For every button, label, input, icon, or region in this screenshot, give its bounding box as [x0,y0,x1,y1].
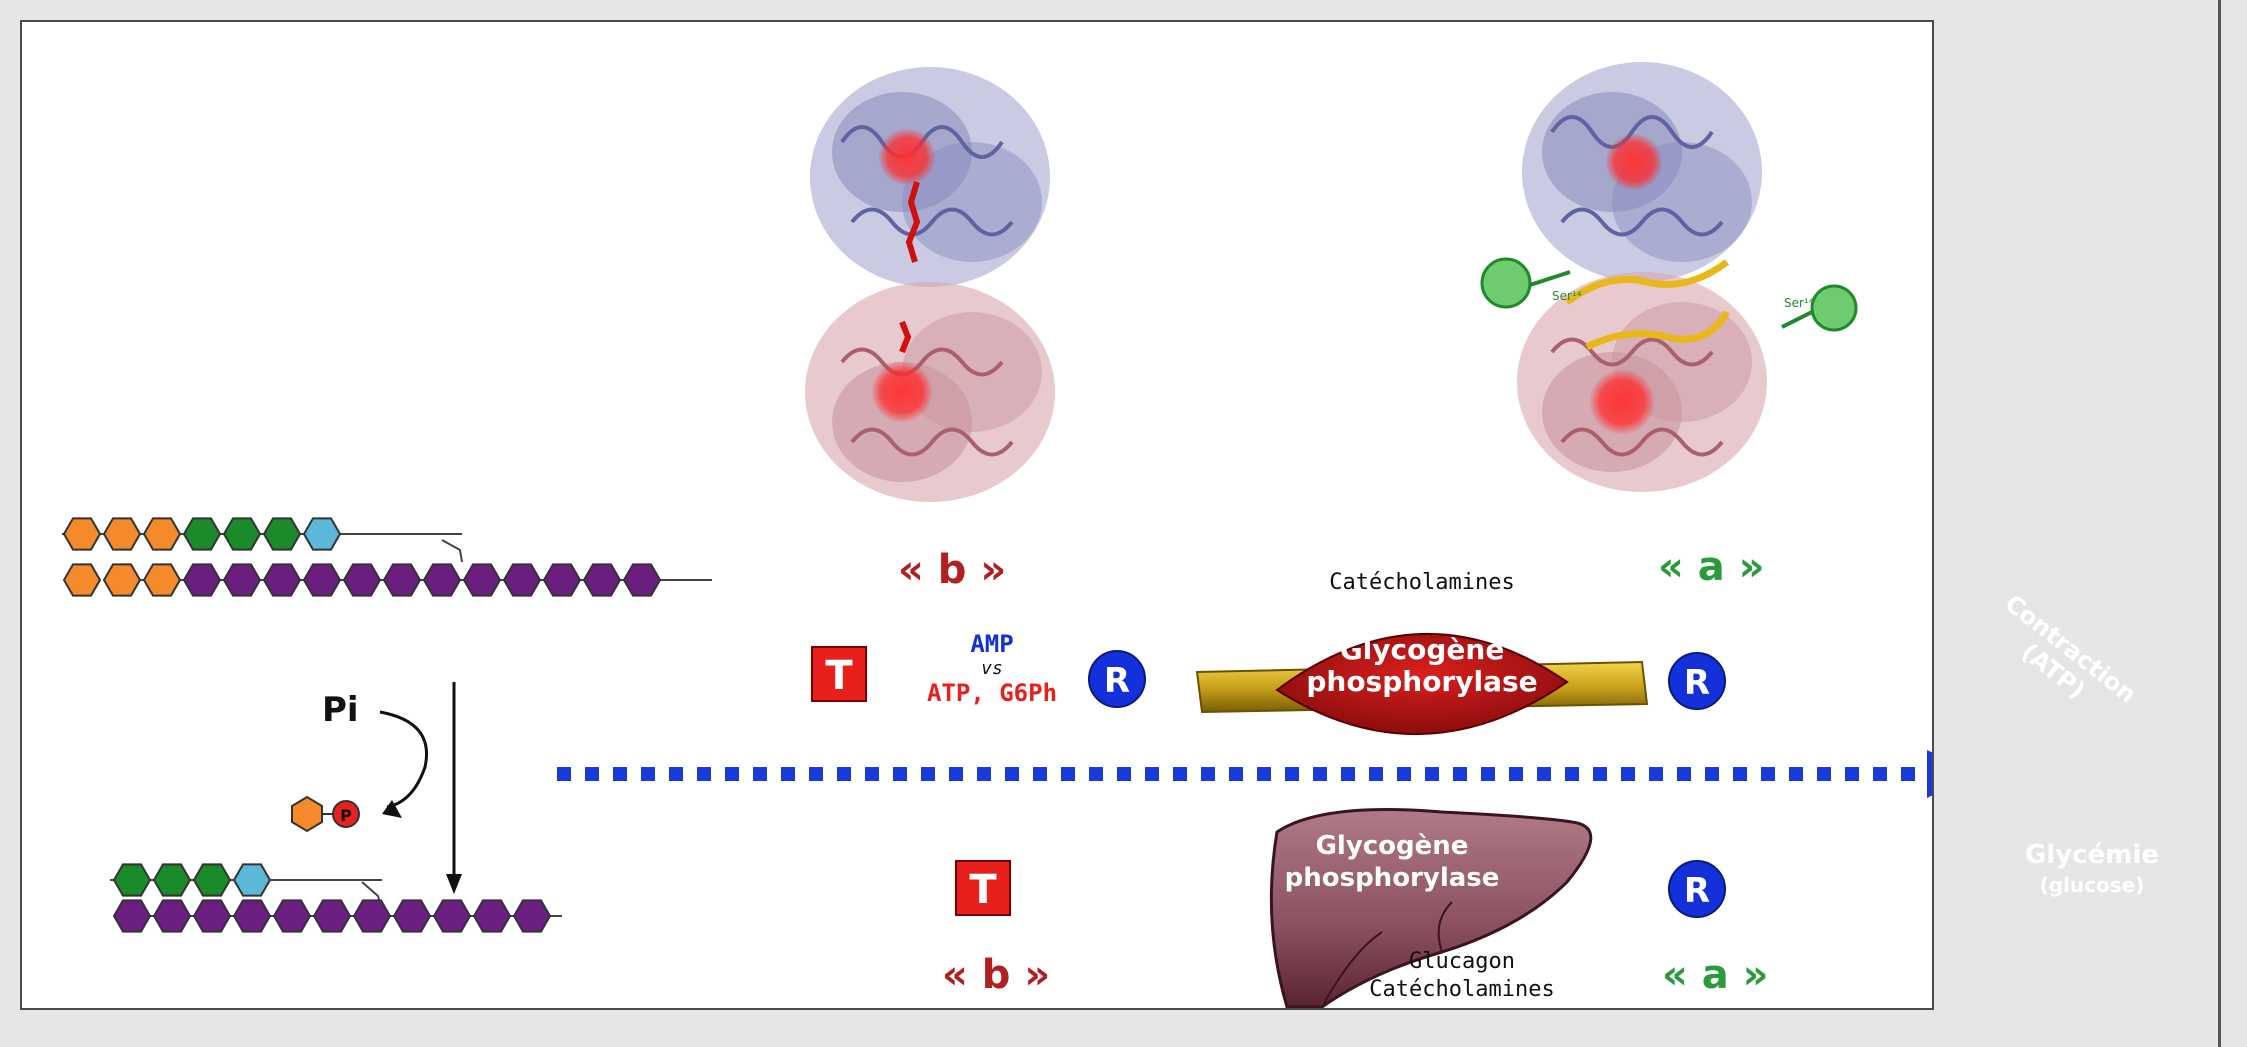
liver-enzyme-line1: Glycogène [1315,831,1469,861]
r-state-muscle-a: R [1668,652,1726,710]
glucose-unit-orange [102,563,142,597]
glucose-unit-purple [542,563,582,597]
glucose-unit-green [112,863,152,897]
glucose-unit-orange [102,517,142,551]
state-a-label-bottom: « a » [1662,952,1769,998]
glucose-unit-purple [622,563,662,597]
glucose-unit-green [262,517,302,551]
state-a-label-top: « a » [1658,544,1765,590]
glucose-unit-orange [142,563,182,597]
glucose-unit-green [152,863,192,897]
diagram-frame: Ser¹⁴ Ser¹⁴ P [20,20,2159,1010]
muscle-enzyme-label: Glycogène phosphorylase [1302,634,1542,698]
protein-b-structure [805,67,1055,502]
glucose-unit-purple [302,563,342,597]
glucose-unit-orange [62,563,102,597]
glucose-unit-purple [512,899,552,933]
glucose-unit-orange [62,517,102,551]
liver-hormones-label: Glucagon Catécholamines [1352,948,1572,1004]
glucose-unit-purple [152,899,192,933]
glucose-unit-purple [182,563,222,597]
vs-label: vs [981,658,1003,679]
activation-arrow [557,750,1932,798]
amp-label: AMP [970,630,1014,658]
glucose-unit-cyan [232,863,272,897]
chain-bottom-branch [112,863,272,897]
ser-right-label: Ser¹⁴ [1784,296,1814,310]
glucose-unit-purple [382,563,422,597]
window-edge [2218,0,2221,1047]
glucose-unit-purple [312,899,352,933]
glucose-unit-purple [352,899,392,933]
glycemie-label: Glycémie (glucose) [1987,840,2197,900]
phosphorolysis-arrow [379,682,462,894]
glucagon-label: Glucagon [1409,949,1515,974]
r-state-liver-a: R [1668,860,1726,918]
chain-bottom-main [112,899,552,933]
glycemie-text: Glycémie [2025,840,2159,870]
glucose-text: (glucose) [2039,873,2145,897]
glucose-unit-green [222,517,262,551]
glucose-unit-purple [112,899,152,933]
glucose-unit-purple [232,899,272,933]
glucose-unit-orange [142,517,182,551]
glucose-unit-purple [272,899,312,933]
diagram-canvas: Ser¹⁴ Ser¹⁴ P [62,62,1932,1008]
muscle-fiber-glycogen-phosphorylase [1195,632,1649,736]
glucose-unit-purple [342,563,382,597]
state-b-label-bottom: « b » [942,952,1051,998]
glucose-unit-purple [392,899,432,933]
t-state-liver: T [955,860,1011,916]
chain-top-branch [62,517,342,551]
glucose-1-phosphate: P [291,795,360,833]
phosphate-p-label: P [340,806,352,825]
catecholamines-liver-label: Catécholamines [1369,977,1555,1002]
contraction-label: Contraction (ATP) [1982,589,2143,732]
effectors-block: AMP vs ATP, G6Ph [902,630,1082,707]
liver-enzyme-line2: phosphorylase [1284,863,1500,893]
glucose-unit-purple [192,899,232,933]
atp-g6ph-label: ATP, G6Ph [926,679,1058,707]
state-b-label-top: « b » [898,547,1007,593]
glucose-unit-purple [422,563,462,597]
glucose-unit-purple [462,563,502,597]
glucose-unit-purple [432,899,472,933]
liver-enzyme-label: Glycogène phosphorylase [1272,830,1512,894]
glucose-unit-purple [472,899,512,933]
protein-a-structure: Ser¹⁴ Ser¹⁴ [1480,62,1858,492]
t-state-muscle: T [811,646,867,702]
glucose-unit-cyan [302,517,342,551]
glucose-unit-purple [222,563,262,597]
glucose-unit-green [192,863,232,897]
glucose-unit-purple [502,563,542,597]
glucose-unit-purple [262,563,302,597]
chain-top-main [62,563,662,597]
r-state-muscle-b: R [1088,650,1146,708]
glucose-unit-purple [582,563,622,597]
muscle-enzyme-line2: phosphorylase [1306,665,1538,698]
muscle-enzyme-line1: Glycogène [1339,633,1505,666]
liver-center [1269,808,1593,1008]
catecholamines-muscle-label: Catécholamines [1329,570,1515,595]
glucose-unit-green [182,517,222,551]
ser-left-label: Ser¹⁴ [1552,289,1582,303]
pi-label: Pi [322,690,359,730]
